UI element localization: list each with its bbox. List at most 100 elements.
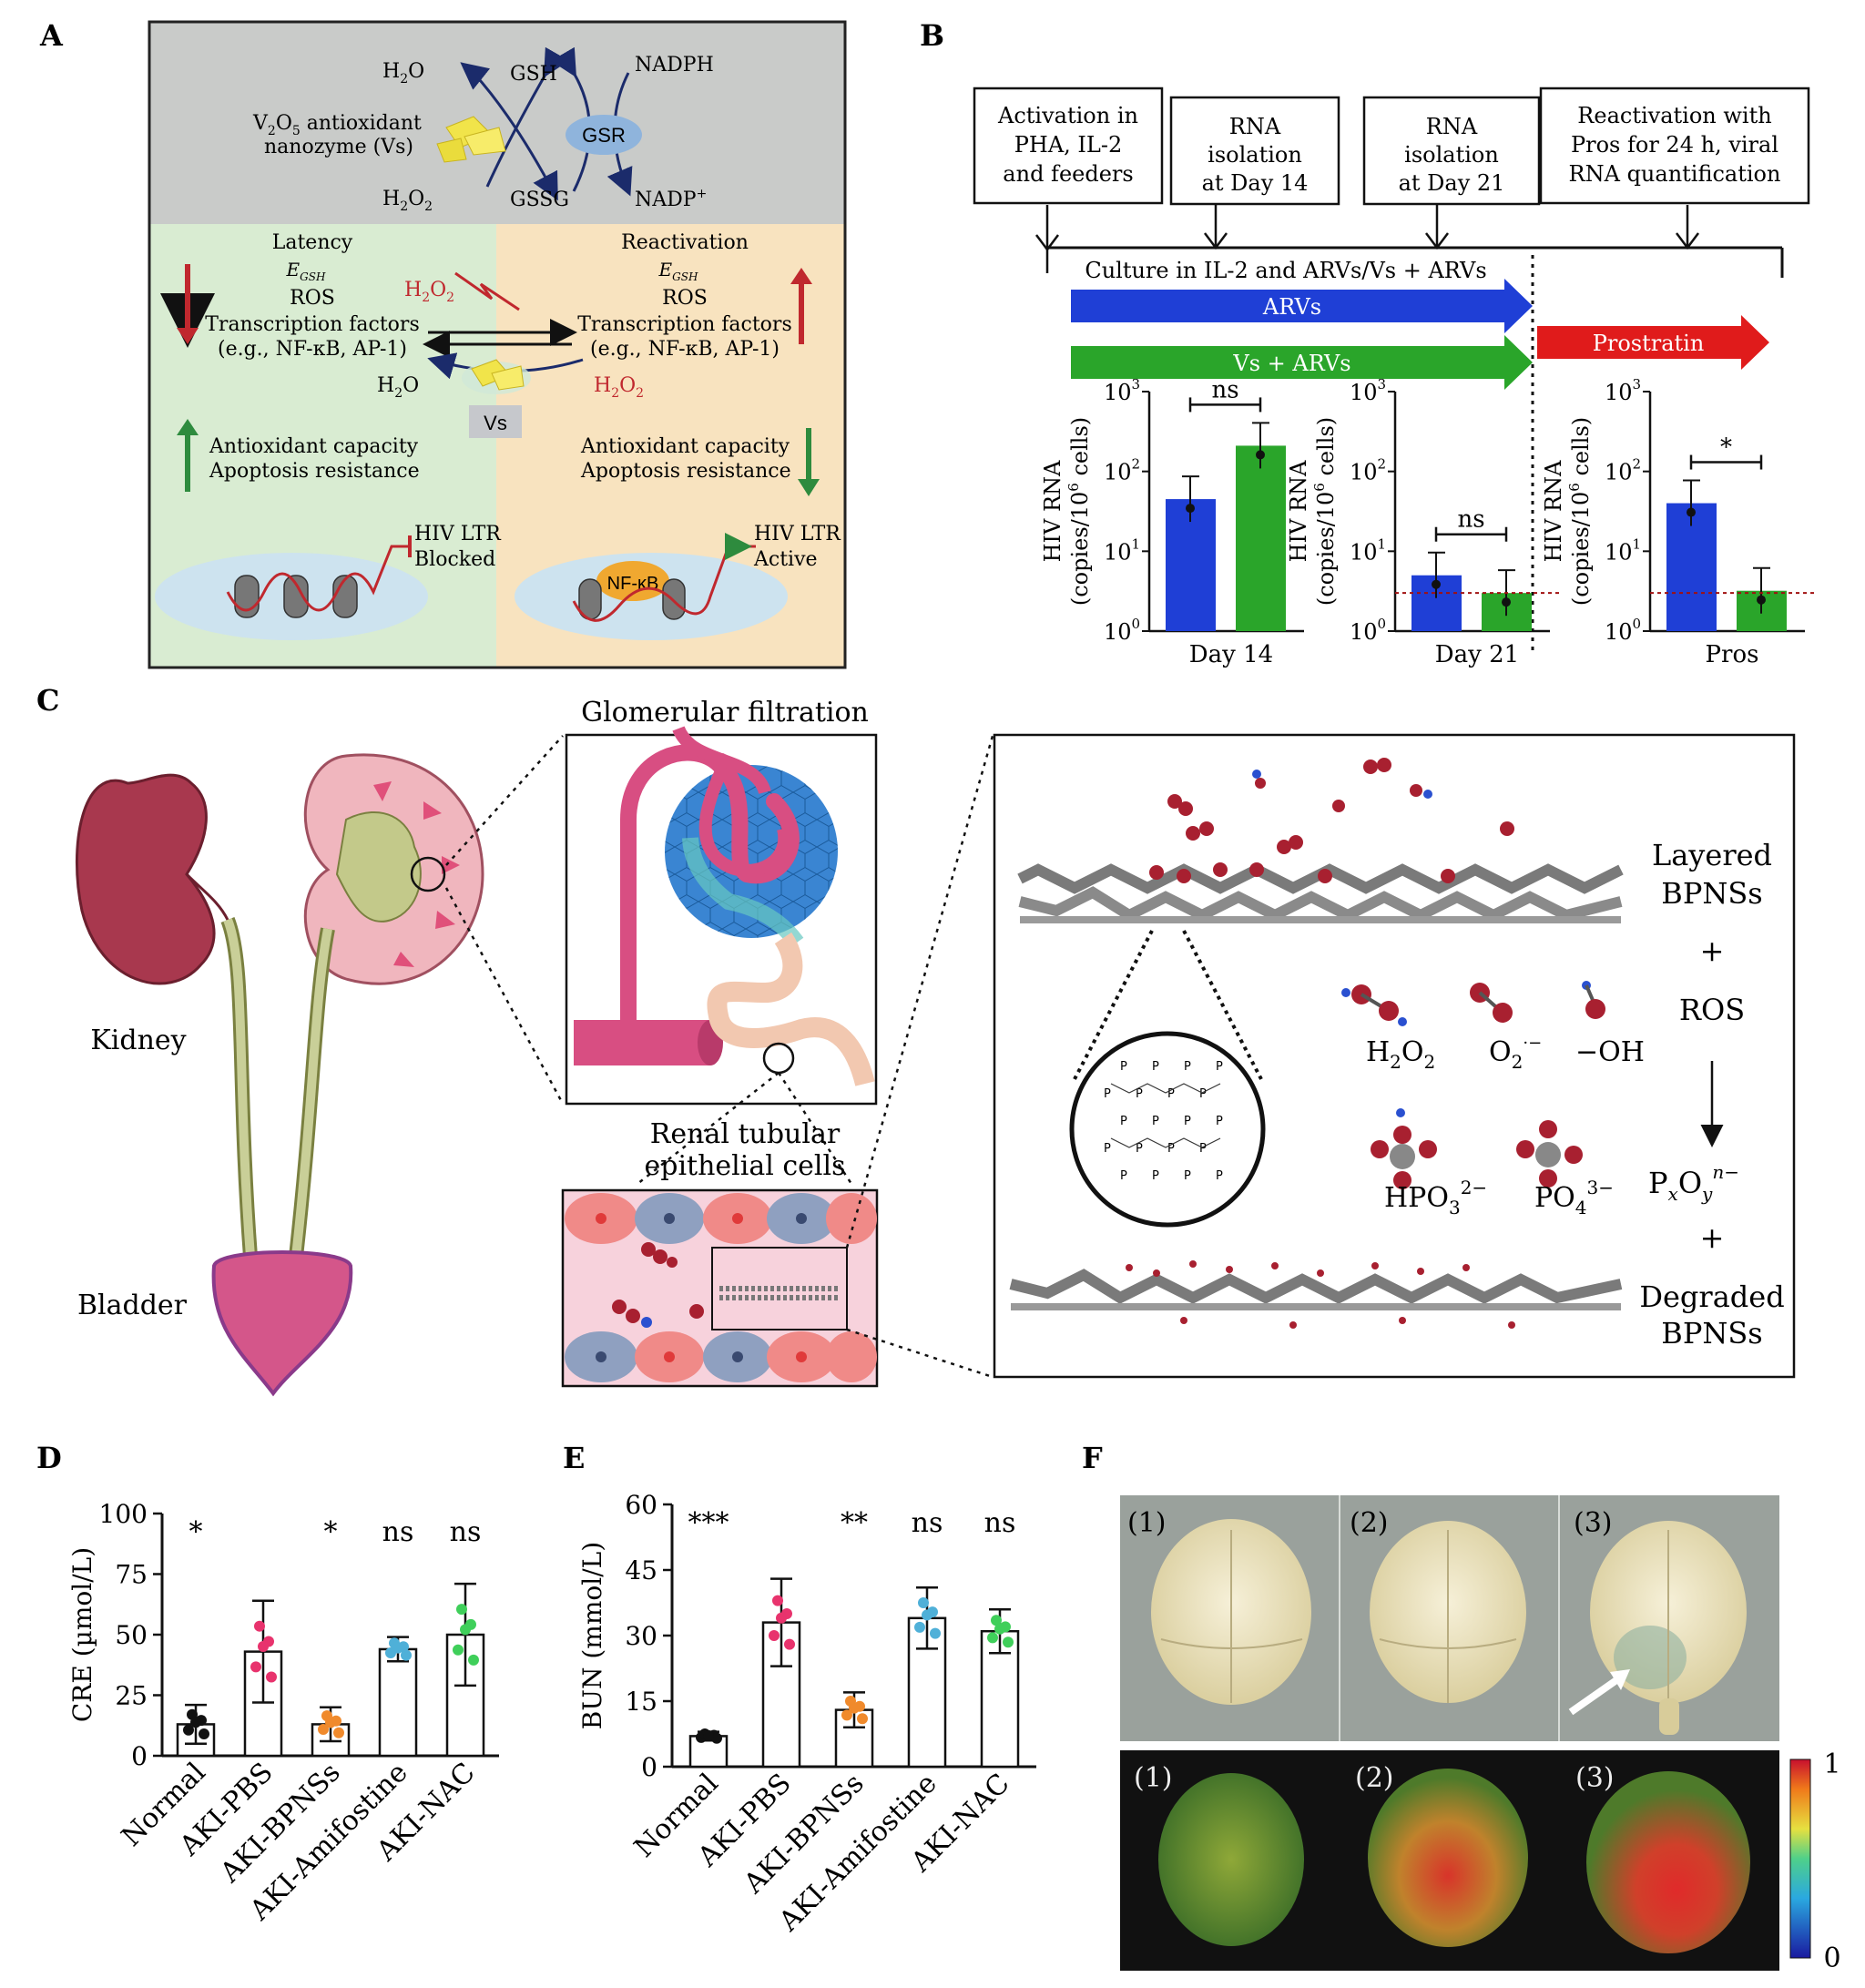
capacity-down-arrow: [798, 479, 820, 496]
label-superoxide: O2·−: [1489, 1034, 1542, 1073]
left-ureter: [223, 918, 255, 1258]
data-point: [401, 1649, 412, 1661]
bladder-label: Bladder: [77, 1290, 188, 1321]
panel-c: Kidney Bladder Glomerular filtration Ren…: [75, 697, 1796, 1397]
gsr-enzyme-icon: [566, 115, 642, 155]
svg-text:P: P: [1216, 1169, 1223, 1183]
lesion-arrow: [1568, 1677, 1619, 1716]
significance-label: **: [841, 1507, 868, 1539]
svg-text:P: P: [1136, 1142, 1143, 1156]
y-tick-label: 100: [1104, 616, 1140, 645]
reactivation-title: Reactivation: [621, 231, 749, 254]
y-tick-label: 60: [625, 1490, 657, 1520]
degraded-label-1: Degraded: [1639, 1279, 1784, 1314]
y-tick-label: 25: [115, 1681, 148, 1711]
data-point: [460, 1624, 471, 1636]
significance-label: ns: [450, 1516, 482, 1548]
svg-text:P: P: [1104, 1142, 1111, 1156]
center-h2o2-bottom: H2O2: [594, 374, 644, 401]
vs-nanozyme-center-icon: [471, 359, 525, 391]
data-point: [914, 1621, 925, 1633]
panel-a-top-bg: [149, 22, 845, 224]
label-hpo3: HPO32−: [1384, 1177, 1487, 1218]
phosphorene-lattice-zoom: [1069, 1031, 1266, 1228]
significance-label: ns: [912, 1507, 943, 1539]
degraded-bpns-sheet: [1009, 1260, 1623, 1329]
y-tick-label: 102: [1350, 456, 1386, 485]
reactivation-tf: Transcription factors: [577, 313, 791, 336]
top-nadph: NADPH: [635, 54, 714, 76]
culture-label: Culture in IL-2 and ARVs/Vs + ARVs: [1085, 258, 1486, 283]
significance-label: ns: [1211, 376, 1238, 403]
y-axis-label: HIV RNA: [1286, 460, 1311, 562]
svg-text:P: P: [1184, 1169, 1191, 1183]
bar-vs-arvs: [1236, 445, 1286, 631]
y-tick-label: 101: [1104, 535, 1140, 565]
bar: [688, 1735, 729, 1769]
arrow-prostratin: [1537, 315, 1769, 370]
degraded-label-2: BPNSs: [1661, 1316, 1762, 1351]
significance-label: *: [1720, 434, 1732, 462]
center-h2o: H2O: [377, 374, 419, 401]
data-point: [918, 1597, 929, 1608]
y-tick-label: 100: [1605, 616, 1641, 645]
y-tick-label: 75: [115, 1560, 148, 1590]
photo-label-2: (2): [1350, 1507, 1389, 1539]
zoom-circle-kidney: [410, 856, 446, 892]
data-point: [1687, 507, 1696, 517]
top-nanozyme-line1: V2O5 antioxidant: [252, 112, 422, 138]
fluorescence-2: [1368, 1769, 1528, 1947]
timeline-box-day14: [1169, 96, 1340, 206]
svg-text:P: P: [1184, 1060, 1191, 1074]
chromatin-left-icon: [234, 575, 358, 618]
arrow-vs-arvs-label: Vs + ARVs: [1232, 351, 1350, 376]
data-point: [333, 1727, 344, 1738]
panel-label-f: F: [1082, 1441, 1103, 1475]
svg-text:P: P: [1216, 1115, 1223, 1128]
vs-badge-label: Vs: [484, 412, 507, 434]
panel-label-b: B: [920, 18, 944, 53]
scale-max: 1: [1823, 1748, 1840, 1780]
data-point: [784, 1638, 795, 1650]
data-point: [468, 1654, 479, 1666]
svg-text:P: P: [1120, 1115, 1127, 1128]
x-category-label: Day 14: [1189, 641, 1273, 668]
fluorescence-color-scale: [1789, 1759, 1811, 1959]
data-point: [1757, 595, 1766, 605]
h2o2-molecule-icon: [1341, 984, 1407, 1026]
significance-label: *: [324, 1516, 338, 1548]
svg-text:P: P: [1104, 1087, 1111, 1101]
data-point: [703, 1729, 714, 1741]
y-tick-label: 103: [1605, 376, 1641, 405]
layered-label-2: BPNSs: [1661, 876, 1762, 911]
nfkb-label: NF-κB: [607, 574, 659, 594]
data-point: [1432, 579, 1441, 589]
vessel-segment: [574, 1020, 710, 1065]
y-axis-label: HIV RNA: [1040, 460, 1065, 562]
data-point: [318, 1724, 329, 1736]
left-kidney: [75, 773, 216, 985]
box1-line1: Activation in: [997, 103, 1138, 128]
data-point: [392, 1642, 403, 1654]
photo-label-3: (3): [1574, 1507, 1613, 1539]
y-tick-label: 100: [99, 1499, 148, 1529]
label-hydroxyl: −OH: [1575, 1036, 1645, 1068]
brain-photo-3: [1590, 1521, 1747, 1735]
box3-line1: RNA: [1426, 114, 1478, 139]
pxoy-label: PxOyn−: [1648, 1161, 1739, 1205]
center-h2o2-top: H2O2: [404, 279, 454, 305]
brain-photo-1: [1151, 1519, 1311, 1705]
significance-label: ***: [688, 1507, 729, 1539]
data-point: [930, 1627, 941, 1639]
ltr-blocked-2: Blocked: [414, 548, 495, 571]
vs-nanozyme-icon: [436, 116, 506, 163]
panel-b: Activation in PHA, IL-2 and feeders RNA …: [973, 87, 1814, 668]
plus-1: +: [1700, 933, 1725, 968]
data-point: [857, 1713, 868, 1725]
y-tick-label: 103: [1104, 376, 1140, 405]
panel-a: GSR H2O GSH NADPH V2O5 antioxidant nanoz…: [148, 20, 847, 669]
svg-text:P: P: [1199, 1142, 1207, 1156]
y-tick-label: 100: [1350, 616, 1386, 645]
data-point: [922, 1609, 932, 1621]
